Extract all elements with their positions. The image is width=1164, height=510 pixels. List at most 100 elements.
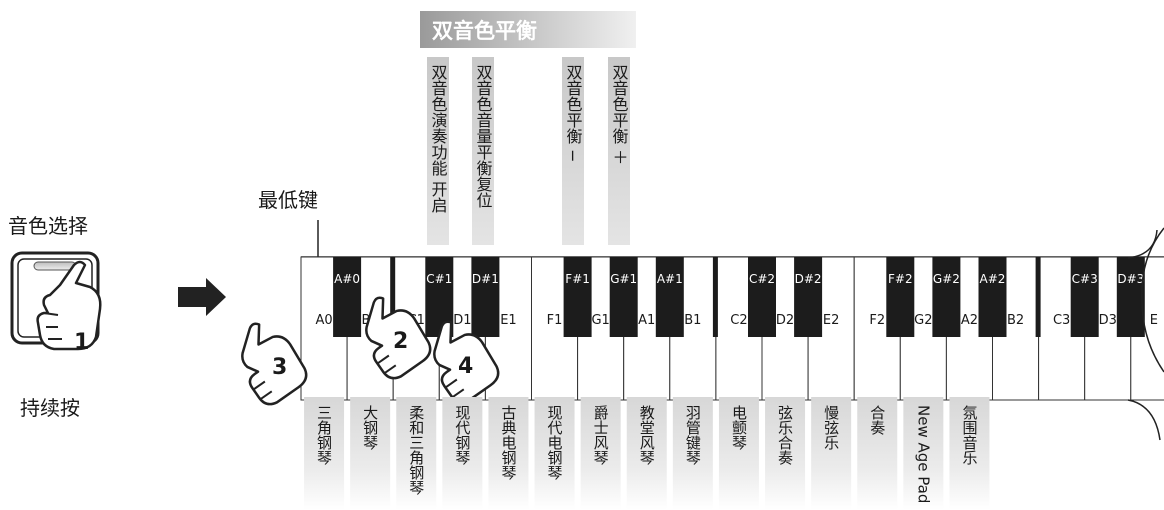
voice-label-4: 现代钢琴 xyxy=(442,397,483,510)
voice-label-bar xyxy=(811,397,852,510)
function-label-text: 双音色平衡 − xyxy=(564,64,583,163)
header-title: 双音色平衡 xyxy=(432,19,537,43)
octave-divider xyxy=(1035,257,1041,337)
step-number-3: 3 xyxy=(272,355,287,380)
function-labels: 双音色演奏功能 开启 双音色音量平衡复位 双音色平衡 − 双音色平衡 ＋ xyxy=(427,57,630,245)
voice-label-text: 三角钢琴 xyxy=(315,405,333,465)
white-key-label: B1 xyxy=(684,313,701,328)
black-key-D#3[interactable] xyxy=(1116,257,1145,337)
voice-label-1: 三角钢琴 xyxy=(304,397,345,510)
voice-label-15: 氛围音乐 xyxy=(949,397,990,510)
voice-label-bar xyxy=(304,397,345,510)
voice-label-bar xyxy=(672,397,713,510)
black-key-label: C#3 xyxy=(1072,272,1098,286)
step-number-4: 4 xyxy=(458,354,473,379)
voice-label-text: 现代电钢琴 xyxy=(546,405,564,480)
function-label-bar xyxy=(427,57,449,245)
function-label-2: 双音色音量平衡复位 xyxy=(472,57,494,245)
black-key-A#0[interactable] xyxy=(333,257,362,337)
keyboard-edge xyxy=(1127,227,1164,441)
voice-label-7: 爵士风琴 xyxy=(580,397,621,510)
function-label-4: 双音色平衡 ＋ xyxy=(608,57,630,245)
white-key-label: A0 xyxy=(315,313,332,328)
lowest-key-label: 最低键 xyxy=(258,188,318,212)
voice-label-14: New Age Pad xyxy=(903,397,944,510)
black-key-G#2[interactable] xyxy=(932,257,961,337)
voice-label-text: New Age Pad xyxy=(914,405,932,503)
white-key-label: G2 xyxy=(914,313,932,328)
arrow-icon xyxy=(178,278,226,316)
function-label-text: 双音色演奏功能 开启 xyxy=(429,64,448,213)
step-number-2: 2 xyxy=(393,329,408,354)
black-key-label: A#2 xyxy=(980,272,1006,286)
black-key-label: C#2 xyxy=(749,272,775,286)
voice-label-bar xyxy=(534,397,575,510)
white-key-label: D1 xyxy=(453,313,471,328)
voice-label-13: 合奏 xyxy=(857,397,898,510)
function-label-bar xyxy=(608,57,630,245)
black-key-A#1[interactable] xyxy=(655,257,684,337)
white-key-label: D2 xyxy=(776,313,794,328)
voice-label-10: 电颤琴 xyxy=(718,397,759,510)
led-indicator xyxy=(33,261,77,271)
black-key-C#2[interactable] xyxy=(748,257,776,337)
black-key-F#1[interactable] xyxy=(563,257,592,337)
voice-label-text: 氛围音乐 xyxy=(960,405,978,465)
hand-icon-3 xyxy=(241,322,308,406)
hand-icon-1 xyxy=(36,260,102,351)
black-key-F#2[interactable] xyxy=(886,257,915,337)
voice-label-text: 慢弦乐 xyxy=(822,405,840,450)
header-bar xyxy=(420,11,636,48)
black-key-label: A#0 xyxy=(334,272,360,286)
voice-label-11: 弦乐合奏 xyxy=(765,397,806,510)
black-key-G#1[interactable] xyxy=(609,257,638,337)
black-key-D#1[interactable] xyxy=(471,257,500,337)
hand-icon-4 xyxy=(433,320,500,404)
step-number-1: 1 xyxy=(74,330,89,355)
white-key-label: G1 xyxy=(591,313,609,328)
voice-label-bar xyxy=(442,397,483,510)
black-key-label: D#1 xyxy=(472,272,499,286)
voice-select-panel: 音色选择 1 持续按 xyxy=(8,214,102,420)
voice-label-5: 古典电钢琴 xyxy=(488,397,529,510)
voice-label-text: 现代钢琴 xyxy=(453,405,471,465)
white-key-label: E2 xyxy=(823,313,840,328)
voice-label-text: 大钢琴 xyxy=(361,405,379,450)
keyboard: A0B0C1D1E1F1G1A1B1C2D2E2F2G2A2B2C3D3EA#0… xyxy=(300,256,1164,401)
white-key-label: C3 xyxy=(1053,313,1070,328)
voice-label-bar xyxy=(626,397,667,510)
voice-label-bar xyxy=(765,397,806,510)
voice-label-bar xyxy=(350,397,391,510)
function-label-bar xyxy=(562,57,584,245)
white-key-label: F1 xyxy=(547,313,563,328)
function-label-text: 双音色音量平衡复位 xyxy=(474,64,493,208)
black-key-A#2[interactable] xyxy=(978,257,1007,337)
black-key-label: A#1 xyxy=(657,272,683,286)
function-label-text: 双音色平衡 ＋ xyxy=(610,64,629,165)
white-key-label: A1 xyxy=(638,313,655,328)
black-key-label: F#2 xyxy=(888,272,913,286)
white-key-label: B2 xyxy=(1007,313,1024,328)
voice-label-text: 合奏 xyxy=(868,405,886,435)
voice-label-bar xyxy=(396,397,437,510)
octave-divider xyxy=(390,257,396,337)
voice-labels: 三角钢琴 大钢琴柔和三角钢琴现代钢琴 古典电钢琴 现代电钢琴 爵士风琴 教堂风琴羽管键琴电… xyxy=(304,397,990,510)
octave-divider xyxy=(712,257,718,337)
black-key-label: D#2 xyxy=(795,272,822,286)
voice-label-text: 教堂风琴 xyxy=(638,405,656,465)
black-key-C#3[interactable] xyxy=(1070,257,1099,337)
voice-label-text: 爵士风琴 xyxy=(592,405,610,465)
white-key-label: D3 xyxy=(1099,313,1117,328)
voice-label-2: 大钢琴 xyxy=(350,397,391,510)
voice-label-9: 羽管键琴 xyxy=(672,397,713,510)
white-key-label: E xyxy=(1150,313,1158,328)
function-label-bar xyxy=(472,57,494,245)
voice-label-text: 古典电钢琴 xyxy=(499,405,517,480)
black-key-D#2[interactable] xyxy=(794,257,823,337)
white-key-label: C2 xyxy=(730,313,747,328)
function-label-1: 双音色演奏功能 开启 xyxy=(427,57,449,245)
voice-label-3: 柔和三角钢琴 xyxy=(396,397,437,510)
voice-label-6: 现代电钢琴 xyxy=(534,397,575,510)
voice-label-bar xyxy=(949,397,990,510)
